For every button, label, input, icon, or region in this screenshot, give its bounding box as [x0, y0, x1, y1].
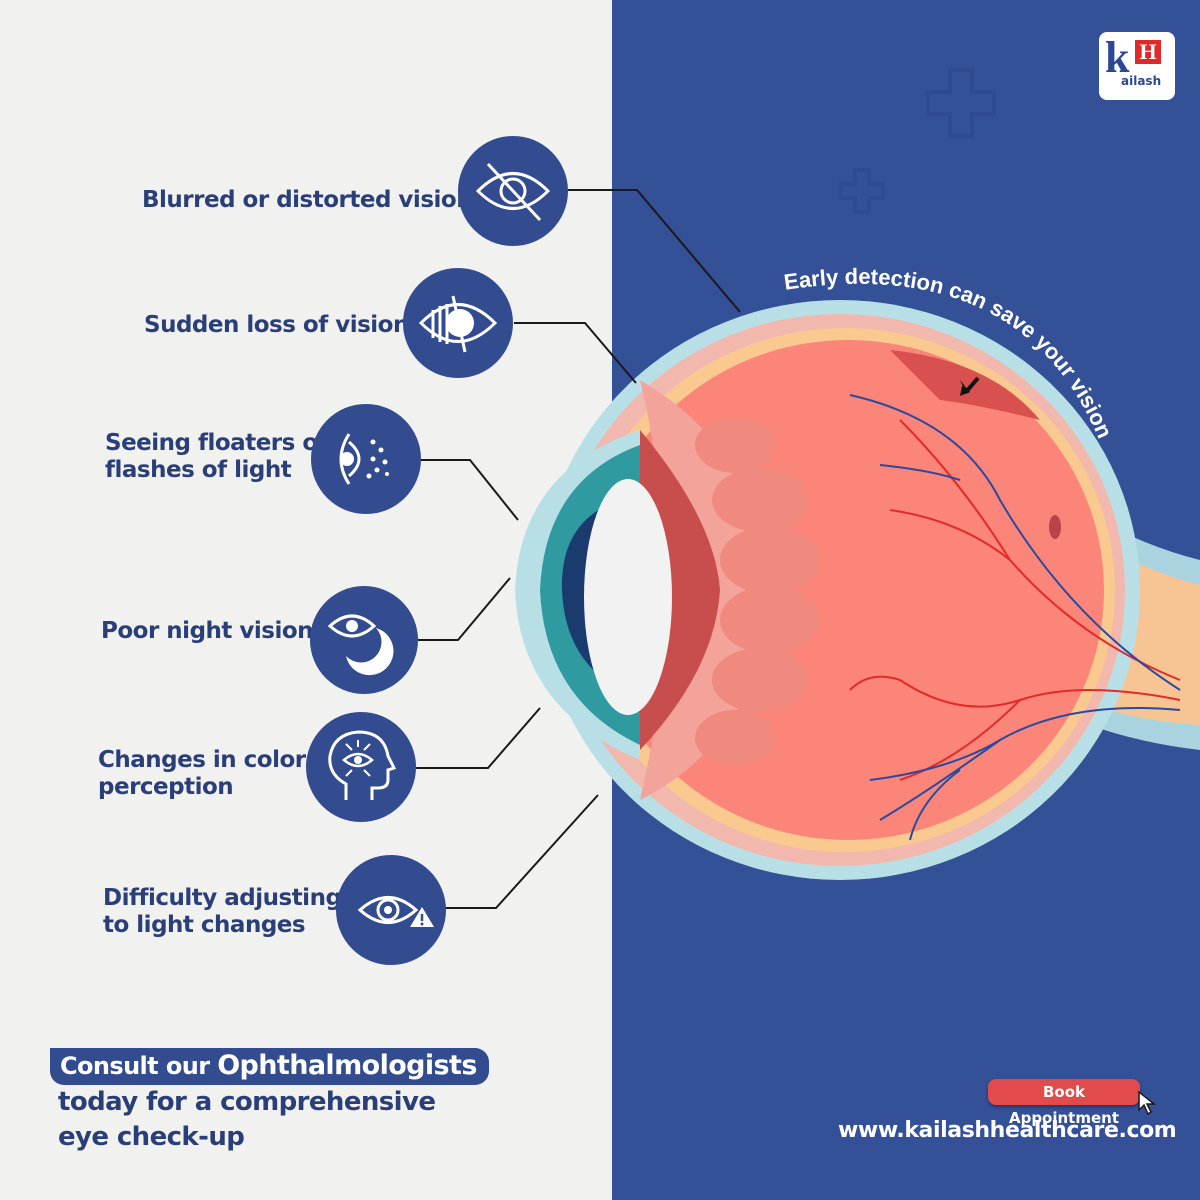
- website-link[interactable]: www.kailashhealthcare.com: [838, 1118, 1177, 1143]
- symptom-label-floaters-line2: flashes of light: [105, 457, 292, 483]
- cursor-icon: [1138, 1090, 1157, 1116]
- plus-outline-decoration: [926, 68, 996, 138]
- eye-striped-icon: [403, 268, 513, 378]
- symptom-label-light-line1: Difficulty adjusting: [103, 885, 342, 911]
- logo-subtext: ailash: [1121, 74, 1162, 88]
- symptom-label-color-perception: Changes in color perception: [98, 747, 306, 801]
- cta-pill: Consult our Ophthalmologists: [50, 1048, 489, 1085]
- symptom-label-light-line2: to light changes: [103, 912, 306, 938]
- plus-outline-decoration-small: [839, 168, 885, 214]
- symptom-label-night-vision: Poor night vision: [101, 618, 314, 644]
- cta-block: Consult our Ophthalmologists today for a…: [50, 1048, 489, 1155]
- logo-letter: k: [1105, 33, 1130, 82]
- symptom-label-light-changes: Difficulty adjusting to light changes: [103, 885, 342, 939]
- cta-line3: eye check-up: [58, 1122, 245, 1152]
- eye-warning-icon: [336, 855, 446, 965]
- symptom-label-color-line2: perception: [98, 774, 234, 800]
- cta-highlight: Ophthalmologists: [217, 1050, 477, 1081]
- kailash-logo[interactable]: k H ailash: [1099, 32, 1175, 100]
- cta-line2: today for a comprehensive: [58, 1087, 436, 1117]
- symptom-label-color-line1: Changes in color: [98, 747, 306, 773]
- logo-box-letter: H: [1135, 40, 1161, 64]
- symptom-label-blurred: Blurred or distorted vision: [142, 187, 473, 213]
- eye-floaters-icon: [311, 404, 421, 514]
- head-eye-icon: [306, 712, 416, 822]
- book-appointment-button[interactable]: Book Appointment: [988, 1079, 1140, 1127]
- symptom-label-sudden-loss: Sudden loss of vision: [144, 312, 409, 338]
- eye-slash-icon: [458, 136, 568, 246]
- symptom-label-floaters-line1: Seeing floaters or: [105, 430, 329, 456]
- cta-prefix: Consult our: [60, 1052, 218, 1080]
- eye-moon-icon: [310, 586, 418, 694]
- symptom-label-floaters: Seeing floaters or flashes of light: [105, 430, 329, 484]
